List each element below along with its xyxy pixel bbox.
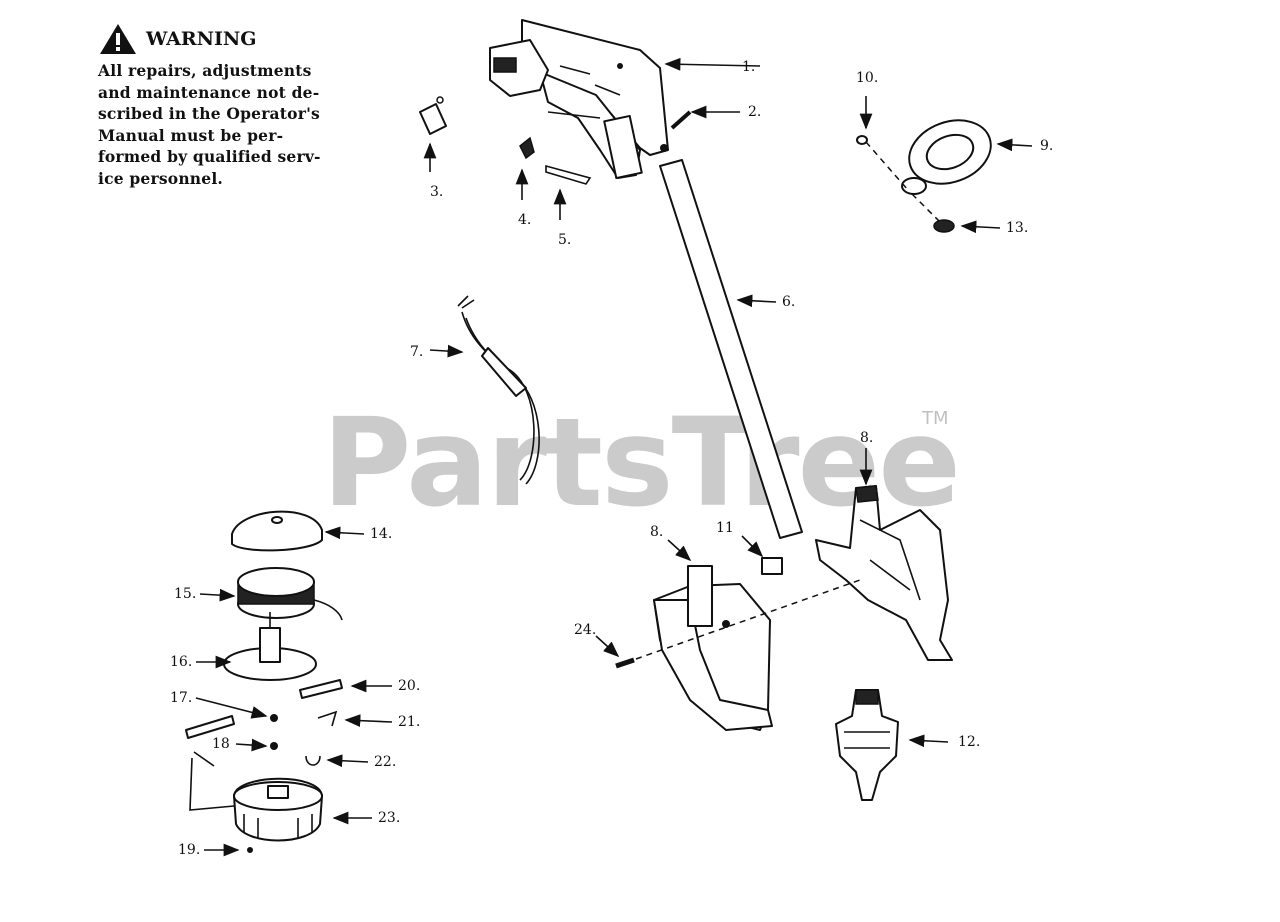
part-screw-24	[615, 579, 861, 669]
callout-15: 15.	[174, 586, 196, 602]
callout-19: 19.	[178, 842, 200, 858]
warning-line: formed by qualified serv-	[98, 147, 321, 166]
part-13	[911, 193, 955, 233]
callout-10: 10.	[856, 70, 878, 86]
part-11	[761, 557, 783, 575]
callout-11: 11	[716, 520, 734, 536]
callout-21: 21.	[398, 714, 420, 730]
part-5	[545, 164, 592, 185]
warning-notice: WARNING All repairs, adjustments and mai…	[98, 22, 348, 189]
callout-24: 24.	[574, 622, 596, 638]
callout-13: 13.	[1006, 220, 1028, 236]
callout-20: 20.	[398, 678, 420, 694]
callout-18: 18	[212, 736, 230, 752]
callout-23: 23.	[378, 810, 400, 826]
callout-4: 4.	[518, 212, 531, 228]
callout-9: 9.	[1040, 138, 1053, 154]
part-spool-housing	[233, 777, 323, 842]
warning-line: scribed in the Operator's	[98, 104, 320, 123]
part-small-hardware	[185, 679, 343, 853]
callout-12: 12.	[958, 734, 980, 750]
part-screw-2	[670, 110, 692, 130]
part-10	[856, 135, 909, 191]
callout-14: 14.	[370, 526, 392, 542]
callout-8-right: 8.	[860, 430, 873, 446]
warning-line: All repairs, adjustments	[98, 61, 312, 80]
part-3	[419, 96, 447, 135]
part-4	[519, 136, 535, 160]
part-housing-right	[815, 485, 953, 661]
callout-1: 1.	[742, 59, 755, 75]
warning-heading-text: WARNING	[146, 28, 257, 50]
warning-line: Manual must be per-	[98, 125, 284, 145]
warning-triangle-icon	[100, 24, 136, 54]
warning-line: ice personnel.	[98, 168, 223, 188]
callout-8-left: 8.	[650, 524, 663, 540]
callout-3: 3.	[430, 184, 443, 200]
watermark-trademark: TM	[922, 408, 949, 429]
warning-line: and maintenance not de-	[98, 82, 320, 102]
part-shaft	[659, 159, 803, 539]
callout-22: 22.	[374, 754, 396, 770]
callout-17: 17.	[170, 690, 192, 706]
callout-6: 6.	[782, 294, 795, 310]
part-housing-left	[653, 565, 773, 731]
warning-text: All repairs, adjustments and maintenance…	[98, 60, 348, 189]
part-cap	[231, 510, 323, 552]
callout-7: 7.	[410, 344, 423, 360]
callout-labels: 1. 2. 3. 4. 5. 6. 7. 8. 8. 9. 10. 11 12.…	[170, 59, 1053, 858]
part-cord	[457, 295, 540, 485]
part-handle-housing	[489, 19, 669, 180]
part-hub-plate	[223, 612, 317, 681]
warning-heading: WARNING	[98, 22, 348, 56]
part-assist-handle	[901, 119, 992, 195]
callout-2: 2.	[748, 104, 761, 120]
callout-5: 5.	[558, 232, 571, 248]
part-spool	[237, 567, 343, 621]
part-motor	[835, 689, 899, 801]
leader-arrows	[195, 57, 1033, 857]
callout-16: 16.	[170, 654, 192, 670]
